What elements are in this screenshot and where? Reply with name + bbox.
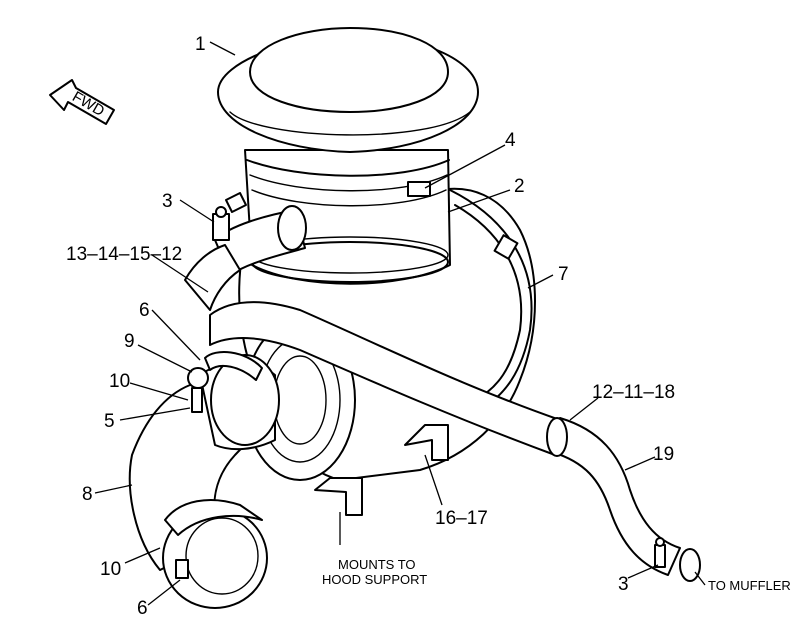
callout-1: 1 bbox=[195, 34, 206, 55]
forward-direction-arrow: FWD bbox=[49, 79, 115, 125]
callout-5: 5 bbox=[104, 411, 115, 432]
callout-19: 19 bbox=[653, 444, 674, 465]
callout-16-17: 16–17 bbox=[435, 508, 488, 529]
callout-12-11-18: 12–11–18 bbox=[592, 382, 675, 403]
to-muffler-note: TO MUFFLER bbox=[708, 578, 791, 593]
callout-2: 2 bbox=[514, 176, 525, 197]
callout-9: 9 bbox=[124, 331, 135, 352]
vacuator-tube bbox=[184, 192, 307, 311]
callout-10-lower: 10 bbox=[100, 559, 121, 580]
callout-7: 7 bbox=[558, 264, 569, 285]
callout-6-upper: 6 bbox=[139, 300, 150, 321]
mounts-note-line1: MOUNTS TO bbox=[338, 557, 416, 572]
mounts-note-line2: HOOD SUPPORT bbox=[322, 572, 427, 587]
diagram-notes: MOUNTS TO HOOD SUPPORT TO MUFFLER bbox=[322, 557, 791, 593]
ejector-tube bbox=[209, 301, 701, 582]
callout-4: 4 bbox=[505, 130, 516, 151]
callout-6-lower: 6 bbox=[137, 598, 148, 619]
clamp-latch bbox=[407, 181, 431, 197]
callout-13-14-15-12: 13–14–15–12 bbox=[66, 244, 182, 265]
callout-3-bottom: 3 bbox=[618, 574, 629, 595]
outlet-elbow bbox=[128, 351, 280, 609]
callout-8: 8 bbox=[82, 484, 93, 505]
leader-lines bbox=[94, 41, 706, 606]
callout-10-upper: 10 bbox=[109, 371, 130, 392]
callout-3-top: 3 bbox=[162, 191, 173, 212]
callout-labels: 1 4 2 7 3 13–14–15–12 6 9 10 5 8 10 6 12… bbox=[66, 34, 675, 619]
